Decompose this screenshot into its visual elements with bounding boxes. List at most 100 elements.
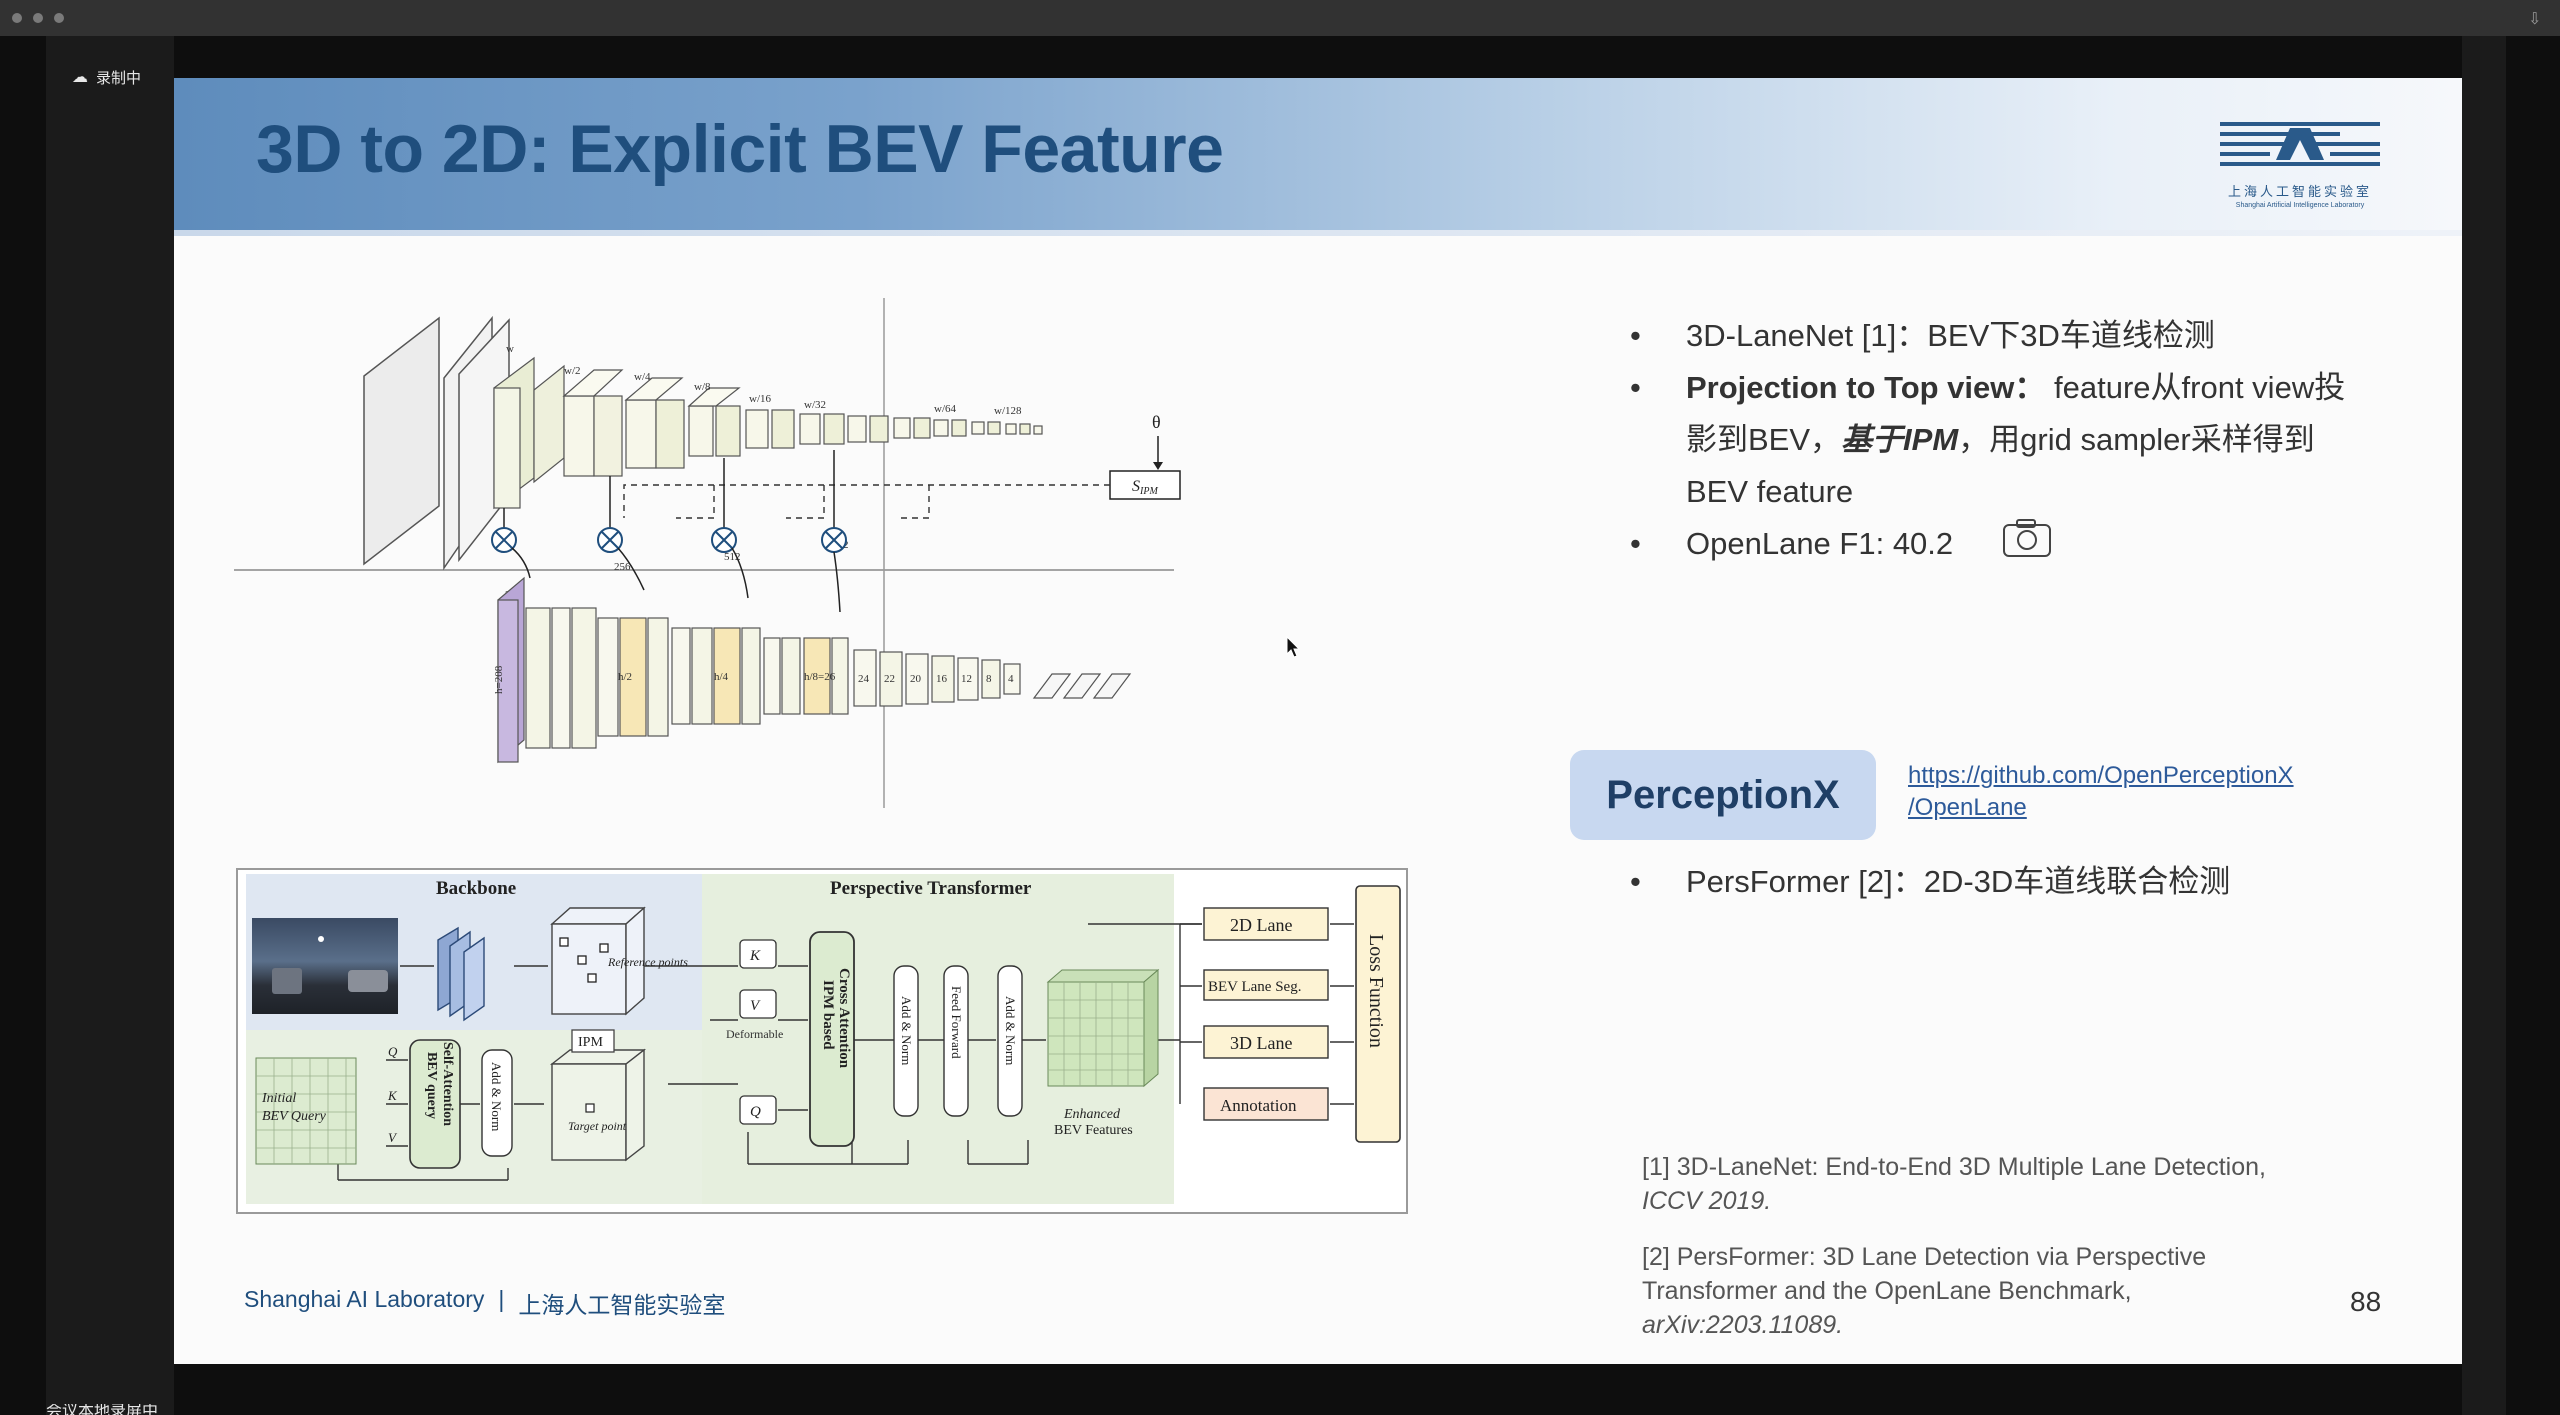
bullet-dot: • (1630, 864, 1641, 899)
bullet-item: • Projection to Top view： feature从front … (1630, 362, 2430, 518)
figure-3dlanenet: w w/2 w/4 w/8 w/16 w/32 w/64 w/128 128 2… (234, 278, 1374, 858)
cross-attn-line1: IPM based (820, 980, 836, 1050)
footer-sep: | (498, 1286, 505, 1312)
figure-persformer: Backbone Perspective Transformer (236, 868, 1408, 1214)
add-norm-1 (481, 1049, 513, 1157)
bullet-dot: • (1630, 370, 1641, 405)
camera-icon[interactable] (2002, 518, 2052, 574)
pin-icon[interactable]: ⇩ (2528, 11, 2542, 28)
lanenet-diagram: w w/2 w/4 w/8 w/16 w/32 w/64 w/128 128 2… (234, 298, 1181, 808)
initial-query-line1: Initial (261, 1091, 296, 1106)
slide-title: 3D to 2D: Explicit BEV Feature (256, 111, 1224, 187)
recording-label: 录制中 (96, 69, 142, 87)
right-panel (2462, 36, 2506, 1415)
label-bottom: 20 (910, 673, 922, 685)
bullet-text: OpenLane F1: 40.2 (1686, 526, 1954, 562)
v-small: V (388, 1130, 398, 1145)
output-annotation-label: Annotation (1220, 1096, 1297, 1115)
label-bottom: 16 (936, 673, 948, 685)
bottom-status: 会议本地录屏中 (46, 1404, 158, 1415)
bottom-status-label: 会议本地录屏中 (46, 1404, 159, 1415)
recording-indicator[interactable]: ☁ 录制中 (72, 66, 141, 88)
github-link[interactable]: https://github.com/OpenPerceptionX /Open… (1908, 760, 2294, 824)
label-top: w/4 (634, 371, 651, 383)
sipm-box (1109, 470, 1181, 500)
reference-1: [1] 3D-LaneNet: End-to-End 3D Multiple L… (1642, 1150, 2266, 1218)
bullet-bold: Projection to Top view： (1686, 370, 2046, 405)
enhanced-line2: BEV Features (1054, 1123, 1133, 1138)
theta-label: θ (1152, 412, 1161, 432)
bullet-emph: 基于IPM (1841, 422, 1959, 457)
cloud-icon: ☁ (72, 69, 88, 86)
label-bottom: h/2 (618, 671, 632, 683)
bullet-item: • 3D-LaneNet [1]：BEV下3D车道线检测 (1630, 310, 2430, 362)
bullet-text: feature从front view投 (2054, 370, 2346, 405)
add-norm-1-label: Add & Norm (489, 1062, 504, 1131)
label-bottom: 12 (961, 673, 972, 685)
bullet-dot: • (1630, 526, 1641, 561)
label-top: w/128 (994, 405, 1022, 417)
add-norm-3-label: Add & Norm (1003, 996, 1018, 1065)
output-annotation (1203, 1087, 1329, 1121)
add-norm-2 (893, 965, 919, 1117)
persformer-bullet: • PersFormer [2]：2D-3D车道线联合检测 (1630, 856, 2230, 908)
github-link-line1[interactable]: https://github.com/OpenPerceptionX (1908, 762, 2294, 789)
camera-image (252, 918, 398, 1014)
feed-forward-label: Feed Forward (949, 986, 964, 1059)
initial-query-line2: BEV Query (262, 1109, 327, 1124)
cursor-icon (1286, 635, 1301, 663)
reference-2: [2] PersFormer: 3D Lane Detection via Pe… (1642, 1240, 2206, 1342)
bullet-dot: • (1630, 318, 1641, 353)
ipm-label: IPM (578, 1035, 603, 1050)
bullet-item: • OpenLane F1: 40.2 (1630, 518, 2430, 574)
enhanced-line1: Enhanced (1063, 1107, 1121, 1122)
output-3d-lane (1203, 1025, 1329, 1059)
lab-logo-graphic (2220, 122, 2380, 166)
window-dot[interactable] (33, 13, 43, 23)
add-norm-3 (997, 965, 1023, 1117)
window-dot[interactable] (54, 13, 64, 23)
ipm-box (571, 1029, 615, 1053)
label-bottom: h/8=26 (804, 671, 836, 683)
logo-text: 上海人工智能实验室 (2227, 184, 2372, 199)
lab-logo: 上海人工智能实验室 Shanghai Artificial Intelligen… (2214, 114, 2386, 214)
ref2-line1: [2] PersFormer: 3D Lane Detection via Pe… (1642, 1243, 2207, 1271)
k-box-label: K (749, 948, 761, 964)
output-3d-lane-label: 3D Lane (1230, 1033, 1292, 1053)
window-dot[interactable] (12, 13, 22, 23)
add-norm-2-label: Add & Norm (899, 996, 914, 1065)
label-bottom: 4 (1008, 673, 1014, 685)
perceptionx-badge: PerceptionX (1570, 750, 1876, 840)
bullet-list: • 3D-LaneNet [1]：BEV下3D车道线检测 • Projectio… (1630, 310, 2430, 574)
github-link-line2[interactable]: /OpenLane (1908, 794, 2027, 821)
slide: 3D to 2D: Explicit BEV Feature 上海人工智能实验室… (174, 78, 2462, 1364)
slide-header (174, 78, 2462, 230)
bullet-text: ，用grid sampler采样得到 (1958, 422, 2315, 457)
header-underline (174, 230, 2462, 236)
bullet-text: PersFormer [2]：2D-3D车道线联合检测 (1686, 864, 2231, 899)
deformable-label: Deformable (726, 1027, 783, 1041)
persformer-diagram: Reference points Target point IPM (255, 885, 1401, 1181)
bev-self-attn-box (409, 1039, 461, 1169)
channel-label: 256 (614, 561, 631, 573)
bullet-text: BEV feature (1686, 474, 1854, 509)
label-top: w/16 (749, 393, 772, 405)
svg-text:SIPM: SIPM (1132, 478, 1158, 497)
output-2d-lane-label: 2D Lane (1230, 915, 1292, 935)
bullet-text: 影到BEV， (1686, 422, 1842, 457)
output-2d-lane (1203, 907, 1329, 941)
label-bottom: h/4 (714, 671, 729, 683)
reference-points-label: Reference points (607, 955, 688, 969)
label-top: w/64 (934, 403, 957, 415)
label-bottom: 24 (858, 673, 870, 685)
label-top: w (506, 343, 514, 355)
output-bev-seg-label: BEV Lane Seg. (1208, 979, 1301, 995)
footer-en: Shanghai AI Laboratory (244, 1286, 485, 1312)
pt-label: Perspective Transformer (830, 878, 1032, 899)
cross-attn-box (809, 931, 855, 1147)
slide-footer: Shanghai AI Laboratory | 上海人工智能实验室 (244, 1286, 725, 1320)
label-top: w/8 (694, 381, 711, 393)
v-box-label: V (750, 998, 761, 1014)
q-small: Q (388, 1044, 398, 1059)
ref2-line3: arXiv:2203.11089. (1642, 1311, 1844, 1339)
